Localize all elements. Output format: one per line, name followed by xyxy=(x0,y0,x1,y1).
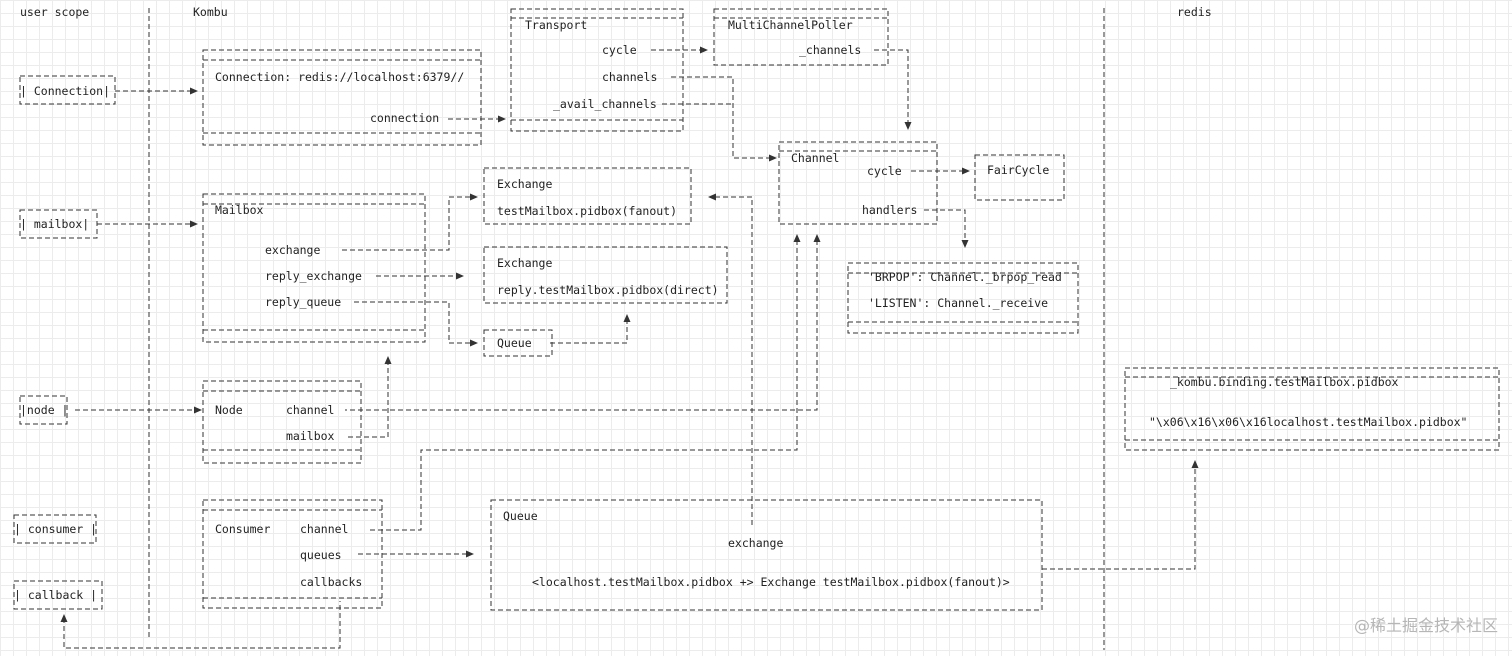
transport-cycle: cycle xyxy=(602,43,637,57)
diagram-wires xyxy=(13,8,1500,650)
user-consumer: | consumer | xyxy=(14,522,97,536)
user-scope-label: user scope xyxy=(20,5,89,19)
user-connection: | Connection| xyxy=(20,84,110,98)
exchange1-title: Exchange xyxy=(497,177,552,191)
redis-binding-key: _kombu.binding.testMailbox.pidbox xyxy=(1170,375,1399,389)
channel-title: Channel xyxy=(791,151,839,165)
user-node: |node | xyxy=(20,403,68,417)
redis-label: redis xyxy=(1177,5,1212,19)
exchange1-name: testMailbox.pidbox(fanout) xyxy=(497,204,677,218)
transport-channels: channels xyxy=(602,70,657,84)
consumer-queues: queues xyxy=(300,548,342,562)
kombu-label: Kombu xyxy=(193,5,228,19)
mailbox-reply-queue: reply_queue xyxy=(265,295,341,309)
channel-cycle: cycle xyxy=(867,164,902,178)
exchange2-title: Exchange xyxy=(497,256,552,270)
queue-big-binding: <localhost.testMailbox.pidbox +> Exchang… xyxy=(532,575,1010,589)
node-mailbox: mailbox xyxy=(286,429,335,443)
user-mailbox: | mailbox| xyxy=(20,217,89,231)
faircycle-title: FairCycle xyxy=(987,163,1049,177)
transport-title: Transport xyxy=(525,18,587,32)
watermark: @稀土掘金技术社区 xyxy=(1353,616,1498,635)
redis-binding-value: "\x06\x16\x06\x16localhost.testMailbox.p… xyxy=(1149,415,1468,429)
handler-brpop: 'BRPOP': Channel._brpop_read xyxy=(868,270,1062,284)
node-title: Node xyxy=(215,403,243,417)
transport-avail-channels: _avail_channels xyxy=(553,97,657,111)
queue-big-exchange: exchange xyxy=(728,536,783,550)
consumer-title: Consumer xyxy=(215,522,270,536)
user-callback: | callback | xyxy=(14,588,97,602)
consumer-channel: channel xyxy=(300,522,348,536)
queue-big-title: Queue xyxy=(503,509,538,523)
connection-field: connection xyxy=(370,111,439,125)
handler-listen: 'LISTEN': Channel._receive xyxy=(868,296,1048,310)
mailbox-exchange: exchange xyxy=(265,243,320,257)
node-channel: channel xyxy=(286,403,334,417)
consumer-callbacks: callbacks xyxy=(300,575,362,589)
poller-title: MultiChannelPoller xyxy=(728,18,853,32)
poller-channels: _channels xyxy=(799,43,861,57)
channel-handlers: handlers xyxy=(862,203,917,217)
mailbox-title: Mailbox xyxy=(215,203,264,217)
exchange2-name: reply.testMailbox.pidbox(direct) xyxy=(497,283,719,297)
mailbox-reply-exchange: reply_exchange xyxy=(265,269,362,283)
connection-title: Connection: redis://localhost:6379// xyxy=(215,70,464,84)
queue-small-title: Queue xyxy=(497,336,532,350)
